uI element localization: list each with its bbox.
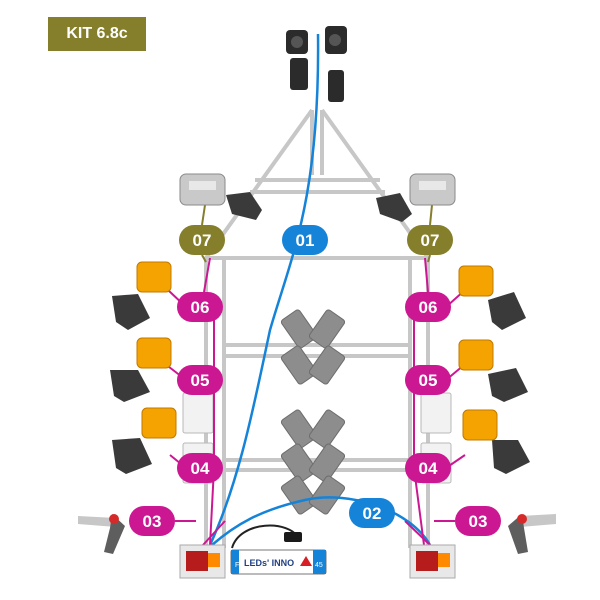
reflector-icon — [182, 392, 214, 434]
reflector-icon — [420, 392, 452, 434]
label-05-left: 05 — [191, 371, 210, 390]
label-pills: 01 02 03 03 04 04 05 05 06 06 07 07 — [129, 225, 501, 536]
junction-box-brand: LEDs' INNO — [244, 558, 294, 568]
bracket-icon — [110, 192, 530, 474]
junction-box-icon: F LEDs' INNO 45 — [230, 532, 327, 575]
kit-label: KIT 6.8c — [66, 25, 128, 42]
label-07-right: 07 — [421, 231, 440, 250]
label-04-left: 04 — [191, 459, 210, 478]
junction-box-right-mark: 45 — [315, 562, 323, 569]
label-06-left: 06 — [191, 298, 210, 317]
label-05-right: 05 — [419, 371, 438, 390]
cable-01 — [208, 33, 320, 546]
rear-lamp-icon — [179, 544, 456, 579]
plug-icon — [286, 26, 347, 102]
axle-blocks — [280, 309, 346, 515]
olive-cables — [201, 204, 433, 263]
label-06-right: 06 — [419, 298, 438, 317]
label-01: 01 — [296, 231, 315, 250]
outline-marker-icon — [78, 514, 556, 554]
clearance-lamp-icon — [179, 173, 456, 206]
label-03-left: 03 — [143, 512, 162, 531]
label-04-right: 04 — [419, 459, 438, 478]
cable-02 — [211, 496, 432, 546]
label-02: 02 — [363, 504, 382, 523]
side-marker-icon — [136, 261, 498, 441]
kit-badge: KIT 6.8c — [48, 17, 146, 51]
label-07-left: 07 — [193, 231, 212, 250]
blue-cables — [208, 33, 432, 546]
junction-box-left-mark: F — [235, 562, 239, 569]
label-03-right: 03 — [469, 512, 488, 531]
